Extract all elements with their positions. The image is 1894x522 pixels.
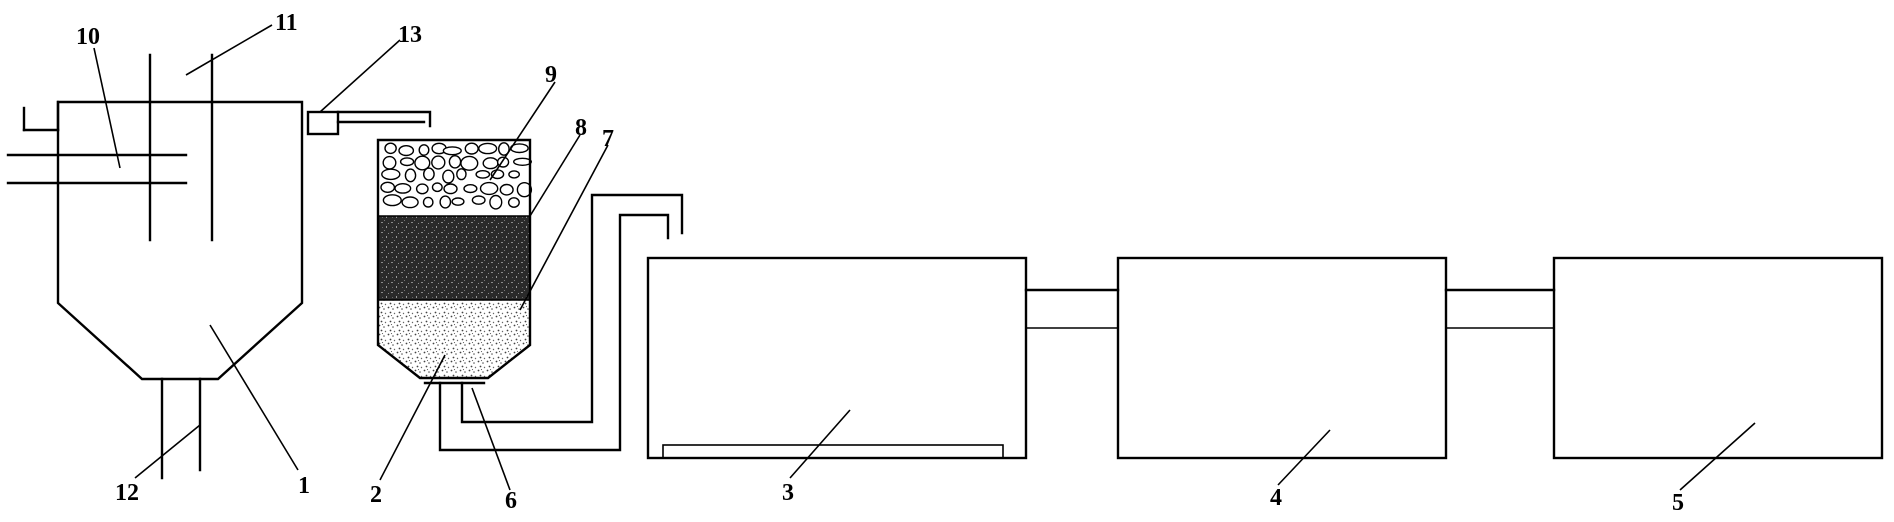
label-11: 11	[275, 10, 298, 36]
label-2: 2	[370, 482, 382, 508]
leader-9	[489, 81, 556, 181]
stone	[443, 183, 458, 195]
stone	[418, 144, 430, 156]
tank-3-body	[646, 256, 1028, 460]
tank-4-body	[1116, 256, 1448, 460]
stone	[489, 194, 503, 210]
connector-4-5	[1444, 288, 1556, 329]
stone	[382, 194, 402, 207]
reactor-body	[56, 100, 304, 381]
stone	[415, 183, 429, 195]
leader-7	[519, 144, 609, 311]
stone	[384, 142, 397, 155]
leader-2	[379, 354, 446, 481]
stone	[507, 197, 520, 208]
stone	[499, 183, 514, 196]
labels: 10 11 13 9 8 7 12 1 2 6 3 4 5	[76, 10, 1684, 516]
connector-3-4	[1024, 288, 1120, 329]
label-3: 3	[782, 480, 794, 506]
leader-lines	[93, 24, 1756, 491]
leader-13	[319, 39, 401, 113]
label-10: 10	[76, 24, 100, 50]
stone	[478, 142, 498, 155]
top-outlet-nozzle	[306, 110, 340, 136]
stone	[431, 155, 446, 170]
leader-11	[185, 24, 273, 76]
stone	[439, 195, 452, 209]
leader-10	[93, 47, 121, 169]
label-8: 8	[575, 115, 587, 141]
stone	[464, 142, 479, 155]
stone	[471, 195, 486, 205]
stone	[448, 154, 462, 169]
leader-8	[529, 134, 581, 217]
stone	[451, 197, 465, 206]
filter-column-wall	[376, 138, 532, 380]
label-1: 1	[298, 473, 310, 499]
label-9: 9	[545, 62, 557, 88]
stone	[497, 142, 510, 156]
transfer-pipe-to-filter	[336, 110, 432, 128]
stone	[508, 170, 520, 179]
outlet-pipe-inner	[460, 193, 684, 424]
tank-3	[646, 256, 1028, 460]
stone	[482, 157, 499, 170]
stone	[513, 157, 533, 167]
stone	[399, 157, 415, 167]
stone	[404, 168, 417, 183]
stone	[414, 155, 431, 171]
stone	[442, 169, 455, 184]
leader-1	[209, 324, 299, 471]
stone-particles	[380, 142, 533, 210]
label-7: 7	[602, 126, 614, 152]
filter-column	[376, 138, 684, 452]
leader-4	[1277, 429, 1331, 486]
dark-media-layer	[378, 216, 530, 300]
label-4: 4	[1270, 485, 1282, 511]
stone	[398, 145, 415, 157]
leader-3	[789, 409, 851, 479]
stone	[479, 181, 499, 196]
stone	[381, 168, 401, 181]
stone	[380, 181, 396, 194]
stone	[456, 168, 467, 181]
leader-5	[1679, 422, 1756, 491]
label-13: 13	[398, 22, 422, 48]
stone	[422, 167, 435, 181]
tank-3-bottom-plate	[662, 444, 1004, 459]
reactor-tank	[6, 53, 432, 480]
stone	[460, 155, 479, 171]
stone	[394, 182, 412, 194]
sand-layer	[378, 300, 530, 378]
leader-6	[471, 387, 511, 491]
label-6: 6	[505, 488, 517, 514]
stone	[422, 196, 434, 208]
label-12: 12	[115, 480, 139, 506]
outlet-pipe-outer	[438, 213, 670, 452]
stone	[475, 169, 491, 179]
leader-12	[134, 424, 201, 479]
stone	[401, 196, 419, 209]
label-5: 5	[1672, 490, 1684, 516]
stone	[516, 181, 533, 198]
stone	[463, 184, 478, 194]
stone	[442, 146, 462, 156]
tank-5-body	[1552, 256, 1884, 460]
stone	[431, 182, 443, 193]
stone	[382, 155, 397, 170]
